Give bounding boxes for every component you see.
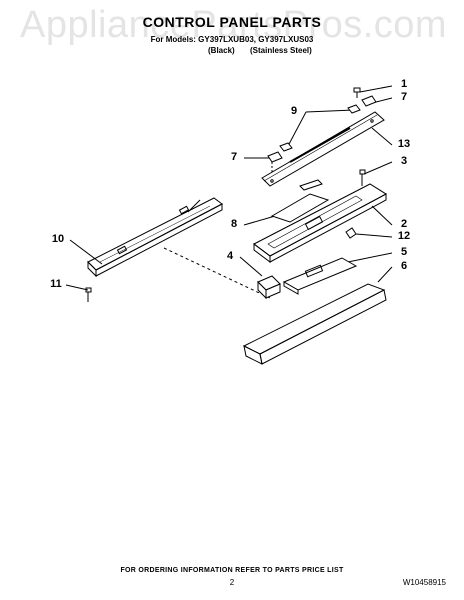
leader-1 — [359, 85, 393, 93]
part-7-9-clips-left — [267, 142, 293, 172]
callout-3: 3 — [400, 155, 408, 167]
variant-black: (Black) — [208, 46, 235, 55]
leader-12 — [355, 233, 393, 238]
leader-4 — [239, 256, 263, 277]
variant-stainless: (Stainless Steel) — [250, 46, 312, 55]
ordering-note: FOR ORDERING INFORMATION REFER TO PARTS … — [120, 567, 344, 574]
models-line: For Models: GY397LXUB03, GY397LXUS03 — [150, 35, 314, 44]
leader-9b — [287, 111, 307, 147]
callout-9: 9 — [290, 105, 298, 117]
part-10-bracket — [87, 197, 223, 278]
leader-9a — [305, 109, 355, 113]
callout-2: 2 — [400, 218, 408, 230]
callout-11: 11 — [50, 278, 62, 290]
part-2-control-panel — [253, 183, 387, 263]
callout-8: 8 — [230, 218, 238, 230]
part-8-window — [270, 179, 330, 223]
part-6-front-panel — [242, 283, 387, 365]
leader-11 — [65, 284, 89, 291]
leader-3 — [363, 161, 393, 175]
leader-6 — [377, 266, 393, 283]
watermark: AppliancePartsPros.com — [20, 4, 448, 46]
leader-10 — [69, 239, 103, 265]
page-title: CONTROL PANEL PARTS — [142, 14, 322, 30]
callout-6: 6 — [400, 260, 408, 272]
part-5-control-board — [282, 257, 358, 295]
part-13-trim-panel — [261, 111, 385, 187]
part-4-switch — [257, 275, 281, 300]
part-1-screw — [353, 87, 361, 98]
assembly-guide — [163, 247, 271, 299]
part-3-screw — [359, 169, 366, 186]
callout-1: 1 — [400, 78, 408, 90]
leader-5 — [347, 252, 393, 263]
document-number: W10458915 — [402, 578, 446, 587]
callout-7-left: 7 — [230, 151, 238, 163]
page-number: 2 — [229, 578, 235, 587]
part-11-screw — [85, 287, 92, 302]
part-12-clip — [345, 227, 357, 239]
callout-13: 13 — [397, 138, 411, 150]
part-7-9-clips-top — [347, 95, 377, 114]
callout-5: 5 — [400, 246, 408, 258]
callout-7-top: 7 — [400, 91, 408, 103]
callout-4: 4 — [226, 250, 234, 262]
callout-12: 12 — [397, 230, 411, 242]
leader-2 — [371, 205, 393, 226]
leader-13 — [371, 127, 393, 146]
callout-10: 10 — [51, 233, 65, 245]
